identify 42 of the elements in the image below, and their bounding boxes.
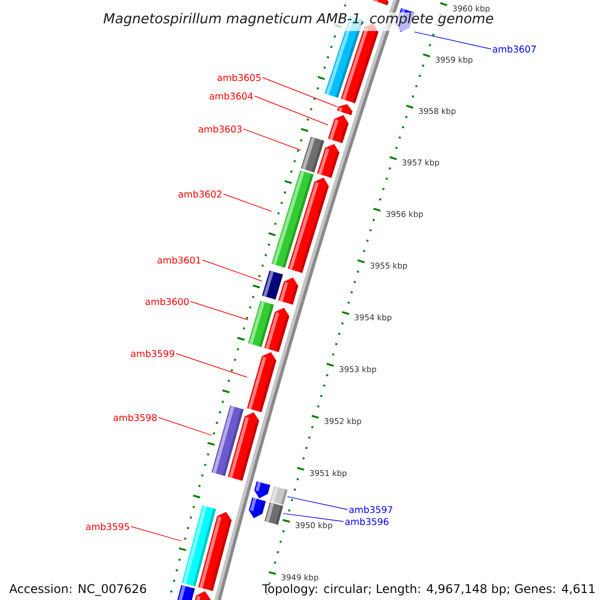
tick-label: 3950 kbp [296, 522, 332, 530]
gene-label: amb3596 [345, 518, 388, 526]
leader-line [262, 77, 338, 107]
tick-label: 3954 kbp [354, 314, 392, 322]
footer-note: Accession: NC_007626 [9, 584, 146, 596]
gene-label: amb3597 [349, 506, 392, 514]
leader-line [254, 96, 328, 126]
gene-label: amb3603 [198, 125, 242, 133]
leader-line [202, 260, 262, 282]
leader-line [190, 301, 248, 320]
leader-line [243, 128, 302, 150]
gene-label: amb3607 [492, 45, 536, 53]
gene-label: amb3595 [86, 522, 129, 530]
tick-label: 3952 kbp [324, 418, 362, 426]
tick-label: 3960 kbp [452, 5, 490, 13]
gene-label: amb3604 [210, 92, 253, 100]
tick-label: 3956 kbp [386, 210, 423, 219]
gene-block [373, 0, 389, 6]
leader-line [158, 417, 212, 436]
footer-note: Topology: circular; Length: 4,967,148 bp; Genes: 4,611 [258, 584, 597, 598]
gene-label: amb3598 [114, 414, 157, 422]
title: Magnetospirillum magneticum AMB-1, complete genome [100, 12, 498, 31]
gene-label: amb3600 [146, 298, 189, 306]
gene-label: amb3601 [158, 256, 200, 264]
leader-line [130, 526, 182, 542]
gene-block [247, 352, 276, 412]
tick-label: 3958 kbp [419, 108, 456, 116]
leader-line [223, 194, 272, 212]
leader-line [287, 496, 348, 510]
gene-label: amb3605 [218, 74, 260, 82]
leader-line [176, 353, 248, 378]
tick-label: 3951 kbp [310, 470, 347, 478]
gene-block [336, 104, 353, 116]
tick-label: 3953 kbp [340, 366, 376, 374]
tick-label: 3957 kbp [402, 159, 440, 168]
leader-line [414, 32, 492, 50]
leader-line [282, 513, 344, 522]
tick-label: 3959 kbp [436, 56, 472, 64]
gene-label: amb3599 [131, 350, 174, 358]
gene-label: amb3602 [178, 190, 222, 198]
tick-label: 3949 kbp [282, 574, 318, 582]
tick-label: 3955 kbp [370, 262, 408, 270]
